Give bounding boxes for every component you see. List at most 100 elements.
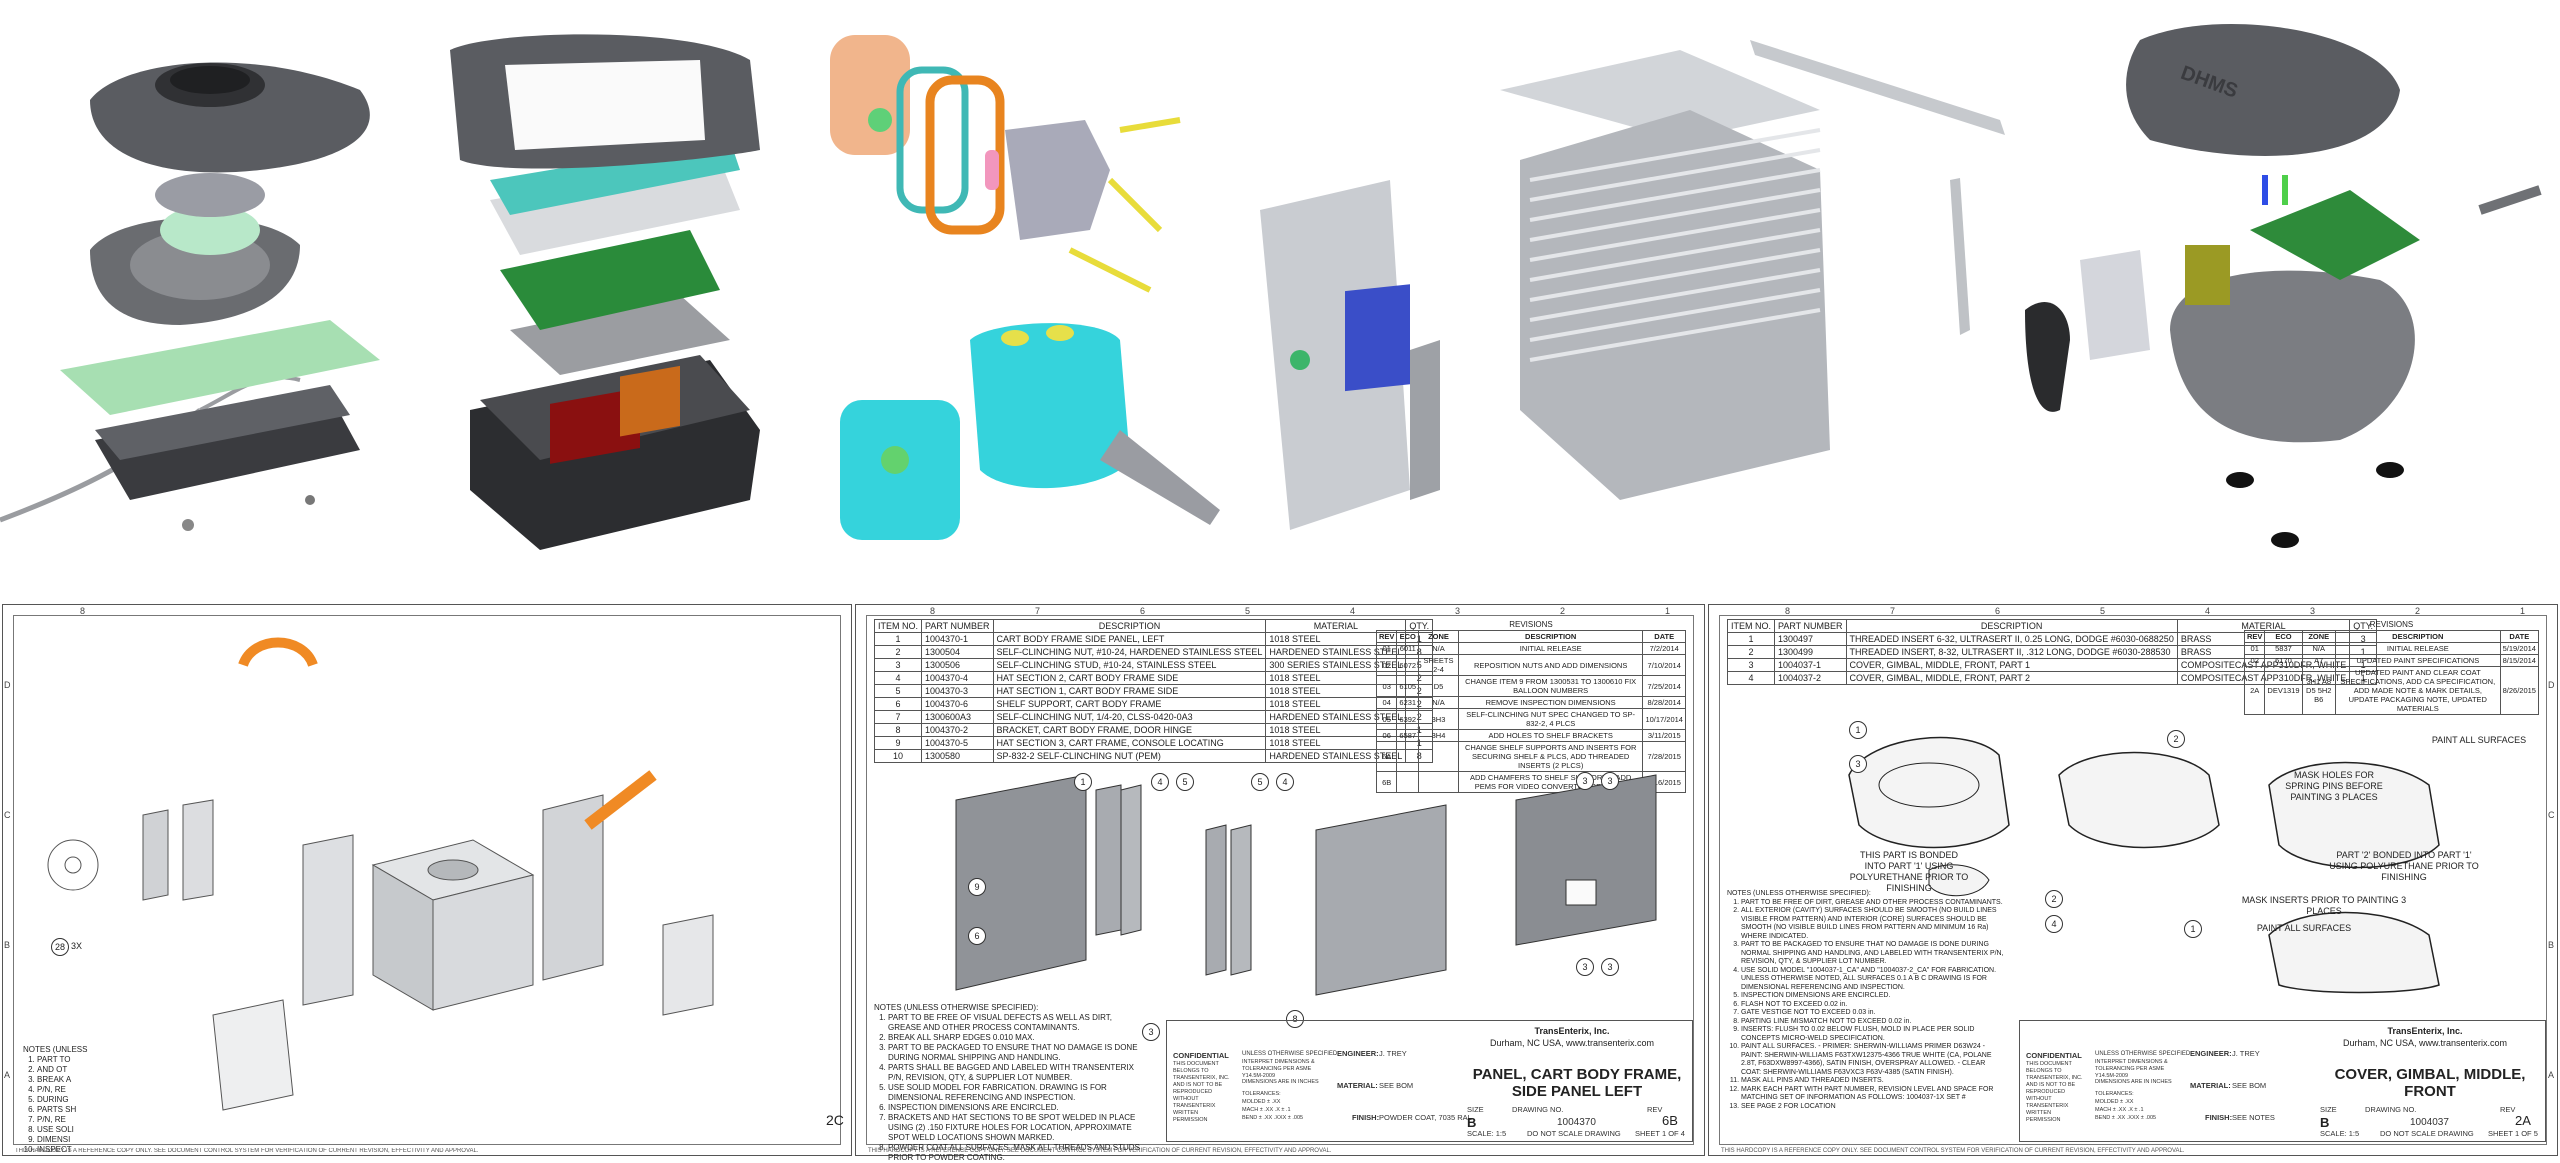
balloon-3: 3 — [1576, 958, 1594, 976]
scale: SCALE: 1:5 — [1467, 1129, 1507, 1138]
render-connector-exploded — [830, 35, 1181, 293]
table-cell: 02 — [2243, 654, 2266, 667]
table-cell: HAT SECTION 2, CART BODY FRAME SIDE — [992, 671, 1267, 685]
table-cell: 7/2/2014 — [1642, 642, 1686, 655]
table-cell: 8/15/2014 — [2499, 654, 2540, 667]
finish-value: SEE NOTES — [2232, 1113, 2275, 1122]
table-cell: 5 — [874, 684, 922, 698]
note-item: BRACKETS AND HAT SECTIONS TO BE SPOT WEL… — [888, 1113, 1144, 1143]
rev-value: 2A — [2515, 1113, 2531, 1128]
table-cell: SP-832-2 SELF-CLINCHING NUT (PEM) — [992, 749, 1267, 763]
tolerance-line: TOLERANCES: — [1242, 1091, 1281, 1097]
zone-label: 2C — [826, 1112, 844, 1128]
drawing-number-label: DRAWING NO. — [1512, 1105, 1564, 1114]
tolerance-line: TOLERANCES: — [2095, 1091, 2134, 1097]
confidential-title: CONFIDENTIAL — [1173, 1051, 1229, 1060]
render-cyan-handle — [840, 323, 1220, 540]
tolerance-line: BEND ± .XX .XXX ± .005 — [2095, 1115, 2157, 1121]
table-cell — [1396, 741, 1420, 772]
table-cell: 1004370-4 — [921, 671, 994, 685]
rev-label: REV — [1647, 1105, 1663, 1114]
ruler-col: 4 — [2205, 606, 2211, 616]
note-item: PART TO BE PACKAGED TO ENSURE THAT NO DA… — [1741, 941, 2007, 967]
tolerance-text: INTERPRET DIMENSIONS & TOLERANCING PER A… — [2095, 1059, 2168, 1079]
balloon-3: 3 — [1601, 958, 1619, 976]
table-cell: 3 — [1727, 658, 1775, 672]
callout-paint-all: PAINT ALL SURFACES — [2431, 735, 2527, 745]
title-block: CONFIDENTIAL THIS DOCUMENT BELONGS TO TR… — [2019, 1020, 2546, 1142]
ruler-col: 7 — [1890, 606, 1896, 616]
table-cell: CHANGE ITEM 9 FROM 1300531 TO 1300610 FI… — [1457, 675, 1644, 697]
table-cell: HAT SECTION 1, CART BODY FRAME SIDE — [992, 684, 1267, 698]
table-cell: 6231 — [1396, 696, 1420, 709]
ruler-col: 1 — [2520, 606, 2526, 616]
balloon-4: 4 — [2045, 915, 2063, 933]
note-item: PARTING LINE MISMATCH NOT TO EXCEED 0.02… — [1741, 1018, 2007, 1027]
table-cell: 1300580 — [921, 749, 994, 763]
balloon-1: 1 — [1849, 721, 1867, 739]
table-cell: REMOVE INSPECTION DIMENSIONS — [1457, 696, 1644, 709]
table-cell: 10 — [874, 749, 922, 763]
table-cell: 7 — [874, 710, 922, 724]
ruler-col: 5 — [2100, 606, 2106, 616]
table-cell: HAT SECTION 3, CART FRAME, CONSOLE LOCAT… — [992, 736, 1267, 750]
table-cell: COVER, GIMBAL, MIDDLE, FRONT, PART 2 — [1845, 671, 2178, 685]
rev-title: REVISIONS — [1509, 620, 1553, 629]
tolerance-line: MOLDED ± .XX — [2095, 1099, 2134, 1105]
drawing-number: 1004370 — [1557, 1117, 1596, 1128]
bom-header: ITEM NO. — [1727, 619, 1775, 633]
sheet-border — [866, 615, 1694, 1145]
table-cell: 7/25/2014 — [1642, 675, 1686, 697]
balloon-1: 1 — [1074, 773, 1092, 791]
ruler-row: D — [2548, 680, 2555, 690]
confidential-title: CONFIDENTIAL — [2026, 1051, 2082, 1060]
table-cell: 01 — [1375, 642, 1398, 655]
table-cell: 5837 — [2264, 642, 2303, 655]
table-cell: 2A — [2243, 666, 2266, 715]
ruler-row: C — [4, 810, 11, 820]
note-item: INSPECT — [37, 1145, 93, 1155]
note-item: PART TO BE PACKAGED TO ENSURE THAT NO DA… — [888, 1043, 1144, 1063]
finish-value: POWDER COAT, 7035 RAL — [1379, 1113, 1472, 1122]
sheet-border — [13, 615, 841, 1145]
table-cell: 05 — [1375, 708, 1398, 730]
dims-text: DIMENSIONS ARE IN INCHES — [1242, 1079, 1319, 1085]
table-cell: 06 — [1375, 729, 1398, 742]
ruler-col: 7 — [1035, 606, 1041, 616]
callout-bonded: THIS PART IS BONDED INTO PART '1' USING … — [1849, 850, 1969, 893]
material-label: MATERIAL: — [1337, 1081, 1378, 1090]
table-cell: 10/17/2014 — [1642, 708, 1686, 730]
table-cell: N/A — [1418, 696, 1459, 709]
note-item: P/N, RE — [37, 1085, 93, 1095]
ruler-row: A — [4, 1070, 11, 1080]
table-cell: DEV1319 — [2264, 666, 2303, 715]
callout-mask-inserts: MASK INSERTS PRIOR TO PAINTING 3 PLACES — [2241, 895, 2407, 916]
table-cell: 4 — [1727, 671, 1775, 685]
sheet-number: SHEET 1 OF 4 — [1635, 1129, 1685, 1138]
size-value: B — [1467, 1115, 1477, 1130]
no-scale: DO NOT SCALE DRAWING — [1527, 1129, 1621, 1138]
rev-header: ECO — [1396, 630, 1420, 643]
ruler-col: 2 — [1560, 606, 1566, 616]
table-cell: REPOSITION NUTS AND ADD DIMENSIONS — [1457, 654, 1644, 676]
tolerance-title: UNLESS OTHERWISE SPECIFIED: — [1242, 1051, 1339, 1057]
drawing-notes: NOTES (UNLESS OTHERWISE SPECIFIED): PART… — [874, 1003, 1144, 1163]
confidential-text: THIS DOCUMENT BELONGS TO TRANSENTERIX, I… — [1173, 1061, 1230, 1123]
table-cell: 3/11/2015 — [1642, 729, 1686, 742]
sheet-number: SHEET 1 OF 5 — [2488, 1129, 2538, 1138]
notes-header: NOTES (UNLESS OTHERWISE SPECIFIED): — [1727, 890, 1871, 897]
table-cell: 5/19/2014 — [2499, 642, 2540, 655]
ruler-col: 4 — [1350, 606, 1356, 616]
balloon-4: 4 — [1151, 773, 1169, 791]
